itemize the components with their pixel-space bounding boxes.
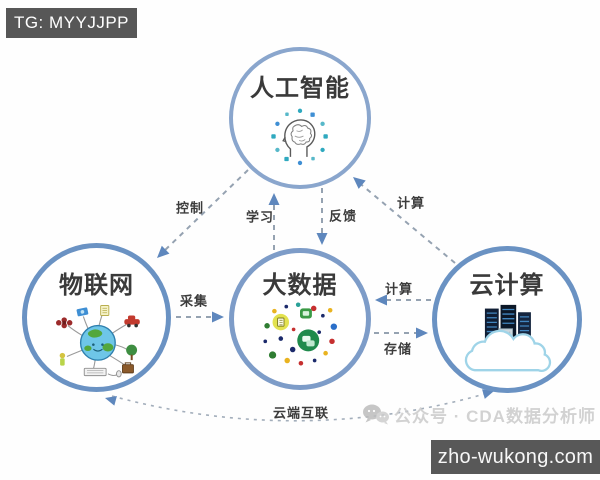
arrowhead-control [157, 245, 170, 258]
app-tile [300, 307, 312, 319]
globe [79, 324, 116, 361]
arrowhead-compute-ai [353, 177, 366, 189]
site-badge: zho-wukong.com [431, 440, 600, 474]
node-ai: 人工智能 [229, 47, 371, 189]
arrowhead-interconnect-left [105, 396, 117, 406]
cloud-shape [464, 329, 552, 372]
edge-label-interconnect: 云端互联 [272, 405, 330, 421]
paper-device [99, 304, 109, 316]
tree-device [125, 344, 137, 360]
arrowhead-feedback [316, 233, 328, 245]
edge-label-compute-cloud: 计算 [384, 281, 414, 297]
edge-control-line [160, 169, 249, 255]
node-bigdata: 大数据 [229, 248, 371, 390]
edge-label-feedback: 反馈 [328, 208, 358, 224]
node-bigdata-label: 大数据 [262, 272, 338, 299]
ai-brain-icon [271, 108, 328, 165]
chat-bubble [297, 329, 320, 351]
doc-bubble [272, 313, 290, 330]
edge-label-learn: 学习 [245, 209, 275, 225]
node-ai-label: 人工智能 [250, 75, 350, 102]
flower-device [55, 316, 72, 328]
car-device [123, 315, 140, 327]
node-cloud: 云计算 [432, 246, 582, 393]
arrowhead-collect [212, 311, 224, 323]
scatter-dots [263, 302, 338, 366]
watermark-text: 公众号 · CDA数据分析师 [394, 406, 596, 426]
camera-device [76, 307, 88, 316]
icon-ring [271, 108, 328, 165]
arrowhead-store [416, 327, 428, 339]
head-profile [282, 118, 316, 157]
promo-banner: TG: MYYJJPP [6, 8, 137, 38]
plug-device [59, 352, 65, 366]
suitcase-device [121, 361, 134, 373]
node-iot-label: 物联网 [59, 272, 134, 299]
edge-label-store: 存储 [383, 341, 413, 357]
wechat-icon [363, 404, 389, 425]
edge-label-collect: 采集 [179, 293, 209, 309]
iot-globe-icon [55, 304, 140, 377]
keyboard-device [83, 367, 122, 377]
edge-label-compute-ai: 计算 [396, 195, 426, 211]
node-cloud-label: 云计算 [469, 272, 545, 299]
edge-label-control: 控制 [175, 200, 205, 216]
node-iot: 物联网 [22, 243, 171, 392]
cloud-servers-icon [464, 304, 552, 372]
watermark: 公众号 · CDA数据分析师 [362, 402, 596, 426]
bigdata-dots-icon [263, 302, 338, 366]
server-stripes [486, 308, 530, 337]
arrowhead-learn [268, 193, 280, 205]
